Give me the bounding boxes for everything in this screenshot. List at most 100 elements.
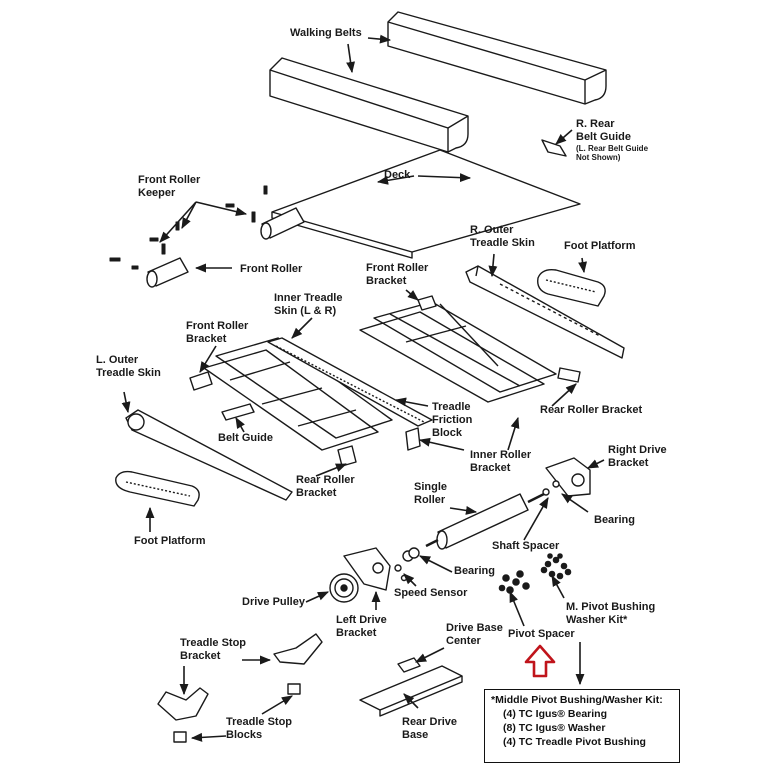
- arrow-deck-1: [376, 175, 415, 185]
- label-front-roller-bracket-left: Front Roller Bracket: [186, 320, 249, 345]
- kit-item: (4) TC Treadle Pivot Bushing: [503, 736, 646, 748]
- treadle-frame-left: [203, 337, 393, 451]
- arrow-keeper-2: [181, 201, 197, 229]
- belt-guide-art: [221, 403, 255, 421]
- pivot-spacer-parts: [498, 570, 530, 594]
- foot-platform-left-art: [115, 470, 200, 507]
- arrow-drive-base-center: [414, 647, 445, 663]
- arrow-keeper-1: [159, 201, 197, 243]
- label-rear-roller-bracket-right: Rear Roller Bracket: [540, 404, 643, 416]
- arrow-walking-belts-1: [367, 34, 392, 44]
- pivot-bushing-washer-parts: [540, 553, 572, 580]
- label-front-roller: Front Roller: [240, 263, 303, 275]
- treadle-stop-bracket-right-art: [273, 633, 323, 665]
- arrow-fr-bracket-right: [405, 289, 419, 301]
- treadle-stop-bracket-left-art: [157, 687, 209, 721]
- inner-roller-bracket-art: [405, 427, 421, 451]
- drive-base-center-art: [397, 657, 421, 673]
- deck: [271, 149, 581, 259]
- arrow-deck-2: [417, 173, 472, 183]
- arrow-pivot-spacer: [509, 590, 525, 627]
- label-front-roller-keeper: Front Roller Keeper: [138, 174, 201, 199]
- arrow-l-outer-skin: [121, 391, 131, 414]
- arrow-bearing-lower: [418, 555, 453, 573]
- arrow-speed-sensor: [403, 573, 417, 587]
- arrow-inner-roller-1: [418, 437, 465, 451]
- arrow-belt-guide: [235, 417, 245, 433]
- arrow-foot-platform-right: [578, 257, 588, 274]
- front-roller-upper: [260, 207, 305, 240]
- r-outer-treadle-skin: [465, 265, 625, 359]
- label-pivot-spacer: Pivot Spacer: [508, 628, 575, 640]
- arrow-pivot-washer: [551, 575, 565, 599]
- walking-belt-rear: [387, 11, 607, 105]
- rear-drive-base-art: [359, 665, 463, 717]
- walking-belt-front: [269, 57, 469, 153]
- label-drive-base-center: Drive Base Center: [446, 622, 503, 647]
- label-r-outer-treadle-skin: R. Outer Treadle Skin: [470, 224, 535, 249]
- label-single-roller: Single Roller: [414, 481, 448, 506]
- single-roller-art: [425, 492, 545, 550]
- treadle-stop-block-1: [287, 683, 301, 695]
- arrow-right-drive: [586, 459, 605, 469]
- label-treadle-stop-bracket: Treadle Stop Bracket: [180, 637, 247, 662]
- rear-roller-bracket-left-art: [337, 445, 357, 467]
- label-bearing-upper: Bearing: [594, 514, 635, 526]
- kit-info-box: *Middle Pivot Bushing/Washer Kit: (4) TC…: [484, 689, 680, 763]
- arrow-rr-bracket-right: [551, 383, 577, 407]
- l-outer-treadle-skin: [125, 409, 293, 501]
- kit-item: (4) TC Igus® Bearing: [503, 708, 607, 720]
- label-shaft-spacer: Shaft Spacer: [492, 540, 560, 552]
- label-deck: Deck: [384, 169, 411, 181]
- arrow-bearing-upper: [561, 493, 589, 513]
- rear-roller-bracket-right-art: [557, 367, 581, 383]
- arrow-inner-roller-2: [507, 416, 520, 451]
- foot-platform-right-art: [537, 268, 606, 307]
- highlight-up-arrow: [524, 644, 556, 678]
- label-treadle-friction-block: Treadle Friction Block: [432, 401, 473, 439]
- arrow-rear-drive-base: [403, 693, 419, 709]
- arrow-r-outer-skin: [488, 253, 498, 278]
- arrow-rr-bracket-left: [315, 463, 348, 477]
- label-l-rear-belt-guide-note: (L. Rear Belt Guide Not Shown): [576, 144, 649, 162]
- front-roller-bracket-right-art: [417, 295, 437, 311]
- inner-treadle-skin: [267, 337, 433, 427]
- treadle-frame-right: [359, 301, 557, 403]
- kit-title: *Middle Pivot Bushing/Washer Kit:: [491, 694, 663, 706]
- arrow-inner-skin: [291, 317, 313, 339]
- left-drive-bracket-art: [343, 547, 391, 591]
- drive-pulley-art: [329, 573, 359, 603]
- bearing-washers: [394, 547, 420, 582]
- label-right-drive-bracket: Right Drive Bracket: [608, 444, 667, 469]
- front-roller-bracket-left-art: [189, 371, 213, 391]
- right-drive-bracket-art: [542, 457, 591, 497]
- label-belt-guide: Belt Guide: [218, 432, 274, 444]
- label-drive-pulley: Drive Pulley: [242, 596, 305, 608]
- arrow-rear-belt-guide: [555, 129, 573, 145]
- label-left-drive-bracket: Left Drive Bracket: [336, 614, 387, 639]
- label-bearing-lower: Bearing: [454, 565, 495, 577]
- label-treadle-stop-blocks: Treadle Stop Blocks: [226, 716, 293, 741]
- arrow-walking-belts-2: [346, 43, 356, 74]
- rear-belt-guide: [541, 139, 567, 157]
- label-r-rear-belt-guide: R. Rear Belt Guide: [576, 118, 632, 143]
- label-rear-drive-base: Rear Drive Base: [402, 716, 458, 741]
- treadle-stop-block-2: [173, 731, 187, 743]
- front-roller-lower: [146, 257, 189, 288]
- label-inner-treadle-skin: Inner Treadle Skin (L & R): [274, 292, 343, 317]
- label-foot-platform-right: Foot Platform: [564, 240, 636, 252]
- arrow-keeper-3: [195, 201, 248, 217]
- label-rear-roller-bracket-left: Rear Roller Bracket: [296, 474, 355, 499]
- label-walking-belts: Walking Belts: [290, 27, 362, 39]
- arrow-drive-pulley: [305, 591, 330, 603]
- arrow-single-roller: [449, 506, 478, 515]
- front-roller-keeper-parts: [109, 185, 268, 270]
- arrow-stop-blocks-1: [261, 695, 293, 715]
- label-m-pivot-bushing-washer-kit: M. Pivot Bushing Washer Kit*: [566, 601, 656, 626]
- label-speed-sensor: Speed Sensor: [394, 587, 468, 599]
- arrow-shaft-spacer: [523, 497, 549, 541]
- label-front-roller-bracket-right: Front Roller Bracket: [366, 262, 429, 287]
- label-l-outer-treadle-skin: L. Outer Treadle Skin: [96, 354, 161, 379]
- label-foot-platform-left: Foot Platform: [134, 535, 206, 547]
